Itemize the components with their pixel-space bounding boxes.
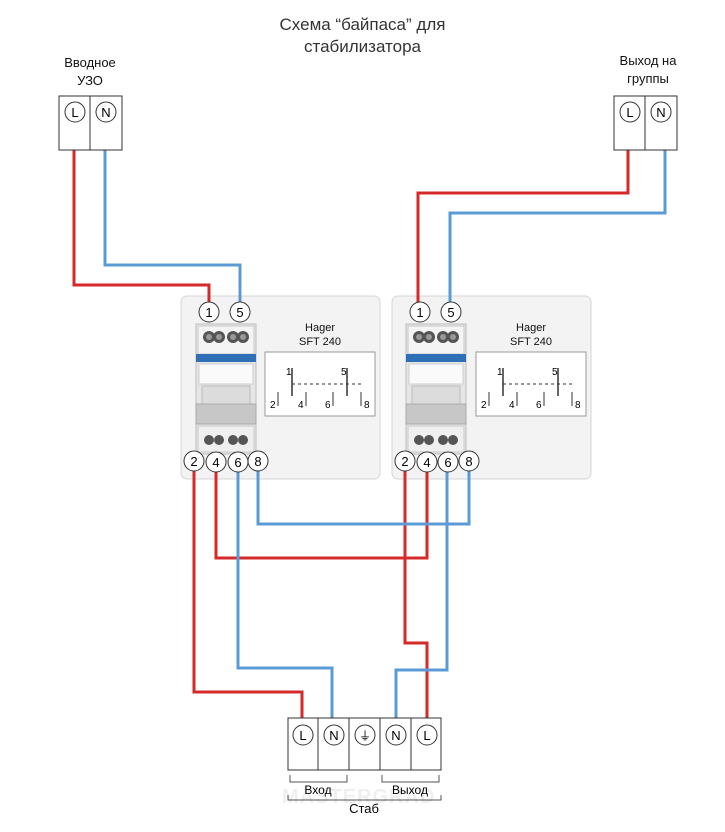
stab-output-label: Выход <box>392 783 428 797</box>
switch-left-scheme-label-6: 6 <box>325 400 331 411</box>
stab-cell-l-in: L <box>299 728 306 743</box>
switch-right-scheme-label-2: 2 <box>481 400 487 411</box>
switch-right-scheme-label-4: 4 <box>509 400 515 411</box>
title-line-1: Схема “байпаса” для <box>279 15 446 34</box>
switch-right-device <box>405 323 467 455</box>
switch-left-brand: Hager <box>305 322 335 334</box>
output-label-line-1: Выход на <box>619 53 677 68</box>
wire-left-2-stab-in-l <box>192 470 304 720</box>
stab-cell-n-in: N <box>329 728 338 743</box>
switch-right-pin-8: 8 <box>465 454 472 469</box>
switch-right-pin-1: 1 <box>416 305 423 320</box>
switch-right-pin-4: 4 <box>423 455 430 470</box>
switch-left-pin-5: 5 <box>236 305 243 320</box>
switch-left-pin-1: 1 <box>205 305 212 320</box>
input-label-line-2: УЗО <box>77 73 103 88</box>
switch-left-pin-6: 6 <box>234 455 241 470</box>
switch-right-scheme <box>475 351 587 417</box>
ground-icon: ⏚ <box>359 729 371 743</box>
switch-right-pins: 1 5 2 4 6 8 <box>394 301 480 473</box>
switch-left-pin-8: 8 <box>254 454 261 469</box>
switch-left-model: SFT 240 <box>299 336 341 348</box>
switch-left-scheme-label-5: 5 <box>341 367 347 378</box>
output-label-line-2: группы <box>627 71 669 86</box>
switch-left-scheme <box>264 351 376 417</box>
switch-left-scheme-label-1: 1 <box>286 367 292 378</box>
wire-output-n <box>448 150 667 302</box>
title-line-2: стабилизатора <box>303 37 422 56</box>
switch-right-pin-2: 2 <box>401 454 408 469</box>
switch-left-scheme-label-4: 4 <box>298 400 304 411</box>
switch-left-device <box>195 323 257 455</box>
switch-right-pin-5: 5 <box>447 305 454 320</box>
output-terminal-l: L <box>626 105 633 120</box>
wire-left6-stab-in-n <box>236 470 334 720</box>
input-terminal-block: L N <box>58 95 123 151</box>
wire-input-n <box>103 150 242 302</box>
diagram-title: Схема “байпаса” для стабилизатора <box>0 14 725 58</box>
input-terminal-label: Вводное УЗО <box>50 54 130 90</box>
stab-terminal-block: L N ⏚ N L Вход Выход Стаб <box>287 717 442 816</box>
neutral-wires <box>103 150 667 720</box>
switch-left-scheme-label-8: 8 <box>364 400 370 411</box>
wire-right6-stab-out-n <box>394 470 449 720</box>
watermark: MASTERGRAD <box>282 786 436 808</box>
stab-cell-n-out: N <box>391 728 400 743</box>
input-terminal-l: L <box>71 105 78 120</box>
wire-input-l <box>72 150 211 302</box>
stab-name: Стаб <box>349 801 379 816</box>
wire-output-l <box>416 150 630 302</box>
input-terminal-n: N <box>101 105 110 120</box>
switch-left-pin-2: 2 <box>190 454 197 469</box>
stab-input-label: Вход <box>304 783 331 797</box>
input-label-line-1: Вводное <box>64 55 116 70</box>
switch-right-scheme-label-8: 8 <box>575 400 581 411</box>
wire-right-2-stab-out-l <box>403 470 429 720</box>
output-terminal-n: N <box>656 105 665 120</box>
switch-right-scheme-label-6: 6 <box>536 400 542 411</box>
switch-right-model: SFT 240 <box>510 336 552 348</box>
switch-right-scheme-label-5: 5 <box>552 367 558 378</box>
output-terminal-label: Выход на группы <box>598 52 698 88</box>
switch-right-brand: Hager <box>516 322 546 334</box>
switch-left-pins: 1 5 2 4 6 8 <box>183 301 269 473</box>
wire-left4-right4 <box>214 470 429 560</box>
switch-left-pin-4: 4 <box>212 455 219 470</box>
wire-left8-right8 <box>256 470 471 526</box>
phase-wires <box>72 150 630 720</box>
switch-right-scheme-label-1: 1 <box>497 367 503 378</box>
stab-cell-l-out: L <box>423 728 430 743</box>
switch-left-scheme-label-2: 2 <box>270 400 276 411</box>
switch-right-pin-6: 6 <box>444 455 451 470</box>
output-terminal-block: L N <box>613 95 678 151</box>
